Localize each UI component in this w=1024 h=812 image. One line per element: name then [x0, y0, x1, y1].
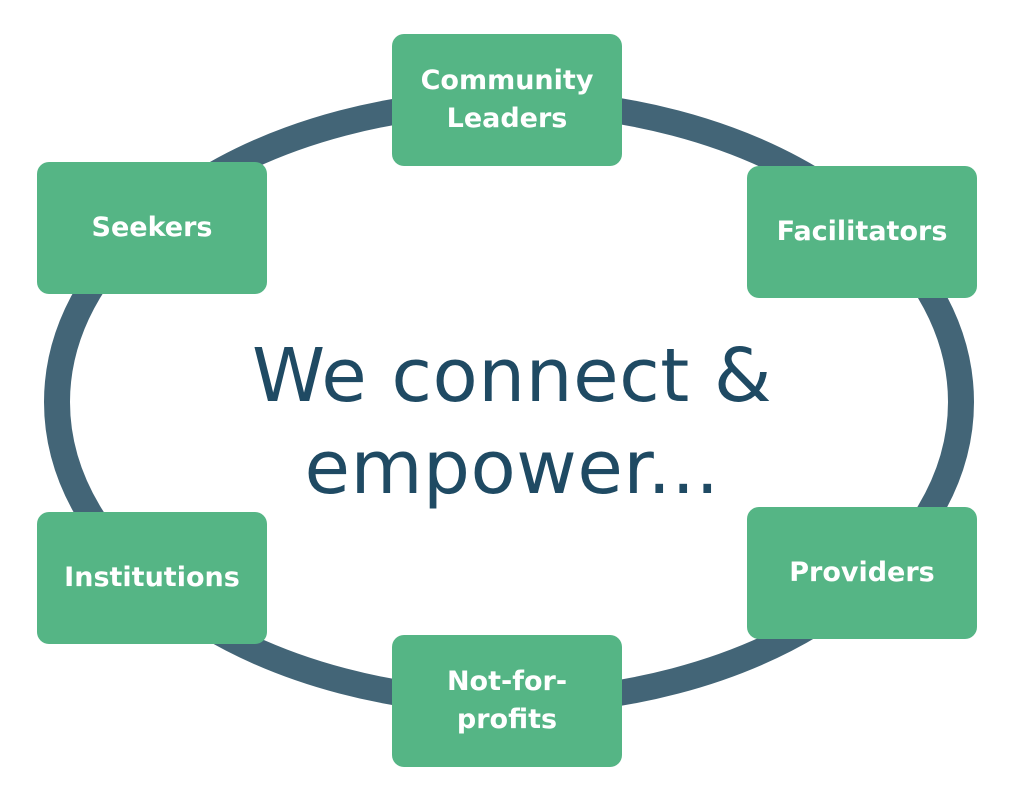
node-label: Providers: [789, 557, 935, 588]
headline-line-2: empower...: [304, 425, 720, 511]
node-seekers: Seekers: [37, 162, 267, 294]
node-facilitators: Facilitators: [747, 166, 977, 298]
node-label: Institutions: [64, 562, 240, 593]
node-label: Community Leaders: [420, 65, 594, 134]
node-label: Seekers: [91, 212, 213, 243]
node-providers: Providers: [747, 507, 977, 639]
node-community-leaders: Community Leaders: [392, 34, 622, 166]
headline: We connect & empower...: [162, 330, 862, 514]
node-label: Not-for-profits: [446, 666, 568, 735]
headline-line-1: We connect &: [251, 333, 773, 419]
node-label: Facilitators: [776, 216, 948, 247]
node-not-for-profits: Not-for-profits: [392, 635, 622, 767]
node-institutions: Institutions: [37, 512, 267, 644]
